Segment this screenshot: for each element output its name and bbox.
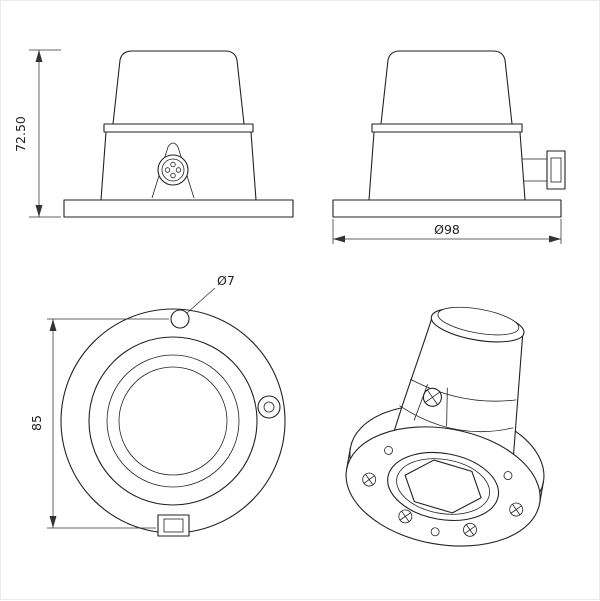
housing-skirt-side xyxy=(368,131,526,201)
dimension-hole-spacing: 85 xyxy=(29,318,169,529)
connector-port xyxy=(151,142,195,199)
bottom-tab xyxy=(157,514,190,537)
dome-lens xyxy=(112,50,245,125)
dimension-overall-height: 72.50 xyxy=(13,49,61,218)
base-flange-side xyxy=(332,199,562,218)
hex-socket xyxy=(404,459,482,514)
face-opening xyxy=(387,452,500,521)
hole-spacing-label: 85 xyxy=(29,415,44,431)
body-band-line xyxy=(410,378,517,402)
overall-height-label: 72.50 xyxy=(13,116,28,152)
isometric-view xyxy=(345,306,545,547)
front-view: 72.50 xyxy=(13,49,294,218)
flange-face xyxy=(345,426,541,547)
face-step xyxy=(396,458,491,515)
dome-cap-top xyxy=(437,306,520,336)
flange-screws xyxy=(362,472,524,537)
connector-screw xyxy=(413,384,448,427)
base-diameter-label: Ø98 xyxy=(434,222,460,237)
base-flange xyxy=(63,199,294,218)
indicator-hole xyxy=(257,395,281,419)
dome-lens-side xyxy=(380,50,513,125)
mounting-hole xyxy=(170,309,190,329)
top-view: Ø7 85 xyxy=(29,273,286,537)
flange-outline xyxy=(60,308,286,534)
side-view: Ø98 xyxy=(332,50,566,244)
flange-holes xyxy=(384,446,513,537)
housing-band-side xyxy=(371,123,523,133)
dimension-base-diameter: Ø98 xyxy=(332,219,562,244)
housing-band xyxy=(103,123,254,133)
mounting-hole-label: Ø7 xyxy=(217,273,235,288)
lens-bezel xyxy=(106,354,240,488)
connector-pins xyxy=(164,161,182,179)
cable-gland xyxy=(522,150,566,190)
flange-inner-edge xyxy=(88,336,258,506)
dimension-mounting-hole: Ø7 xyxy=(186,273,235,314)
lens-opening xyxy=(118,366,228,476)
